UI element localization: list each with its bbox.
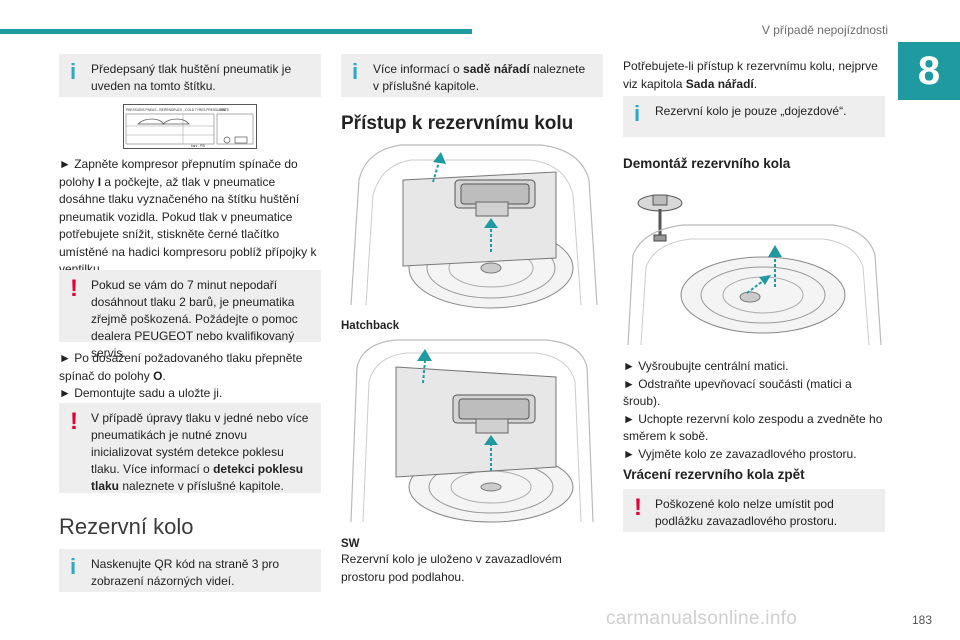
info-note: i Rezervní kolo je pouze „dojezdové“.: [623, 96, 885, 137]
paragraph-dismantle: ► Demontujte sadu a uložte ji.: [59, 386, 223, 400]
note-text: Poškozené kolo nelze umístit pod podlážk…: [655, 497, 838, 528]
section-heading: Rezervní kolo: [59, 514, 194, 539]
note-text: Předepsaný tlak huštění pneumatik je uve…: [91, 62, 292, 93]
info-icon: i: [352, 59, 359, 84]
section-heading: Přístup k rezervnímu kolu: [341, 113, 574, 134]
plate-title: PRESSIONS PNEUS - REIFENDRUCK - COLD TYR…: [126, 108, 226, 112]
info-note: i Naskenujte QR kód na straně 3 pro zobr…: [59, 549, 321, 592]
paragraph-access: Potřebujete-li přístup k rezervnímu kolu…: [623, 59, 878, 91]
step-item: ► Vyšroubujte centrální matici.: [623, 359, 789, 373]
header-bar: [0, 29, 472, 34]
info-icon: i: [70, 554, 77, 579]
page-number: 183: [911, 613, 932, 627]
subsection-heading: Demontáž rezervního kola: [623, 156, 791, 171]
step-item: ► Vyjměte kolo ze zavazadlového prostoru…: [623, 446, 857, 461]
warning-note: ! Pokud se vám do 7 minut nepodaří dosáh…: [59, 270, 321, 360]
subsection-heading: Vrácení rezervního kola zpět: [623, 467, 805, 482]
step-item: ► Uchopte rezervní kolo zespodu a zvedně…: [623, 411, 883, 444]
step-item: ► Odstraňte upevňovací součásti (matici …: [623, 376, 852, 409]
plate-right: JANTE: [219, 108, 229, 112]
chapter-title: V případě nepojízdnosti: [761, 23, 888, 37]
info-icon: i: [70, 59, 77, 84]
hatchback-trunk-illustration: [350, 144, 598, 309]
plate-unit: bars - PSI: [191, 144, 205, 148]
paragraph-switch: ► Po dosažení požadovaného tlaku přepnět…: [59, 351, 303, 383]
info-note: i Předepsaný tlak huštění pneumatik je u…: [59, 54, 321, 97]
info-note: i Více informací o sadě nářadí naleznete…: [341, 54, 603, 97]
note-text: Naskenujte QR kód na straně 3 pro zobraz…: [91, 557, 280, 588]
warning-note: ! V případě úpravy tlaku v jedné nebo ví…: [59, 403, 321, 493]
spare-wheel-removal-illustration: [627, 194, 882, 346]
warning-icon: !: [634, 494, 642, 521]
warning-icon: !: [70, 408, 78, 435]
tyre-pressure-label-image: PRESSIONS PNEUS - REIFENDRUCK - COLD TYR…: [123, 104, 257, 149]
warning-note: ! Poškozené kolo nelze umístit pod podlá…: [623, 489, 885, 532]
paragraph-compressor: ► Zapněte kompresor přepnutím spínače do…: [59, 157, 317, 276]
chapter-number: 8: [898, 42, 960, 100]
watermark: carmanualsonline.info: [606, 608, 798, 629]
info-icon: i: [634, 101, 641, 126]
note-text: Pokud se vám do 7 minut nepodaří dosáhno…: [91, 278, 298, 360]
note-text: Rezervní kolo je pouze „dojezdové“.: [655, 104, 847, 118]
warning-icon: !: [70, 275, 78, 302]
figure-label-sw: SW: [341, 538, 360, 550]
removal-steps: ► Vyšroubujte centrální matici. ► Odstra…: [623, 358, 887, 463]
sw-trunk-illustration: [350, 339, 594, 523]
figure-label-hatchback: Hatchback: [341, 320, 400, 332]
paragraph-spare-location: Rezervní kolo je uloženo v zavazadlovém …: [341, 552, 562, 584]
